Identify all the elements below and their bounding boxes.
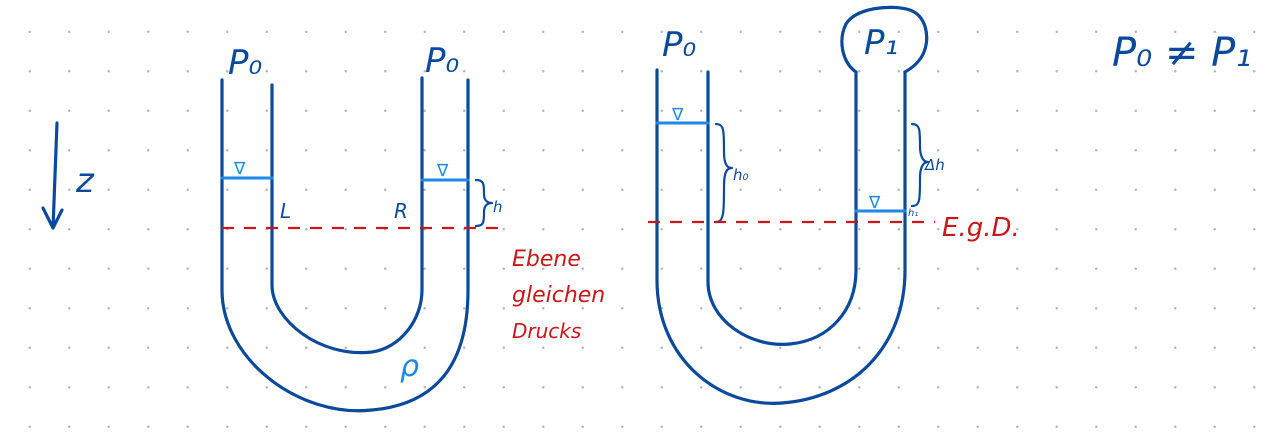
plane-annotation: Ebene gleichen Drucks [512,247,605,343]
left-tube-outer-wall [220,78,470,413]
open-arm-level-symbol: ∇ [671,105,684,125]
right-tube-bulb-pressure: P₁ [864,23,898,63]
height-delta-h-brace [910,122,930,208]
plane-label-line1: Ebene [512,247,581,272]
height-delta-h-label: Δh [924,156,945,174]
plane-label-line2: gleichen [512,283,605,308]
z-axis-arrowhead [41,206,64,230]
right-u-tube: ∇ ∇ P₀ P₁ h₀ Δh h₁ [655,5,945,405]
height-h-label: h [493,198,503,216]
plane-abbreviation-label: E.g.D. [942,213,1020,243]
height-h0-brace [714,122,734,224]
left-tube-right-pressure: P₀ [425,41,460,81]
z-axis-arrow [51,121,59,230]
z-axis-label: z [75,161,95,201]
closed-bulb [840,5,929,74]
closed-arm-level-symbol: ∇ [868,193,881,213]
left-arm-level-symbol: ∇ [233,159,246,179]
density-label: ρ [400,349,419,384]
z-axis: z [41,121,95,230]
height-h1-label: h₁ [908,208,918,219]
right-tube-inner-wall [706,70,858,346]
pressure-inequality: P₀ ≠ P₁ [1112,30,1251,76]
left-tube-inner-wall [270,76,424,355]
height-h0-label: h₀ [733,166,749,184]
left-u-tube: ∇ ∇ P₀ P₀ L R h ρ [220,41,503,413]
height-h-brace [474,178,494,228]
right-tube-open-pressure: P₀ [662,25,697,65]
right-tube-outer-wall [655,68,907,405]
side-label-l: L [280,199,291,223]
left-tube-left-pressure: P₀ [228,43,263,83]
plane-label-line3: Drucks [512,319,581,343]
side-label-r: R [394,199,408,223]
right-arm-level-symbol: ∇ [436,161,449,181]
